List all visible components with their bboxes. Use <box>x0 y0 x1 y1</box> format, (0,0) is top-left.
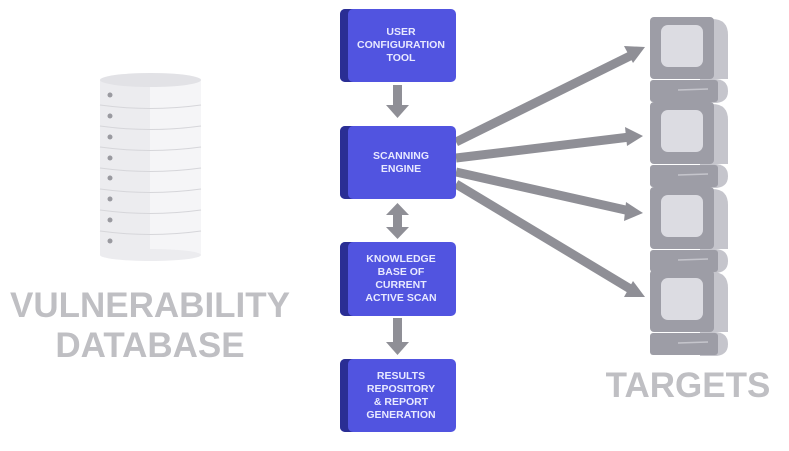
computer-icon <box>650 17 728 103</box>
arrow-to-target-4 <box>453 180 635 294</box>
label-line-1: VULNERABILITY <box>10 286 290 325</box>
knowledge-base-box: KNOWLEDGE BASE OF CURRENT ACTIVE SCAN <box>340 242 456 316</box>
scanning-engine-box: SCANNING ENGINE <box>340 126 456 199</box>
arrow-to-target-2 <box>455 132 631 163</box>
arrows-engine-to-targets <box>453 50 635 294</box>
box-label: USER CONFIGURATION TOOL <box>357 26 445 64</box>
arrow-knowledge-to-results <box>386 318 409 355</box>
arrow-config-to-engine <box>386 85 409 118</box>
computer-icon <box>650 270 728 356</box>
box-label: SCANNING ENGINE <box>372 149 429 175</box>
box-label: RESULTS REPOSITORY & REPORT GENERATION <box>366 369 436 421</box>
user-configuration-tool-box: USER CONFIGURATION TOOL <box>340 9 456 82</box>
arrow-to-target-1 <box>454 50 634 147</box>
box-label: KNOWLEDGE BASE OF CURRENT ACTIVE SCAN <box>365 253 437 304</box>
database-icon <box>99 73 202 261</box>
arrow-to-target-3 <box>455 167 631 216</box>
targets-label: TARGETS <box>605 366 771 405</box>
computer-icon <box>650 187 728 273</box>
label-line-2: DATABASE <box>55 326 245 365</box>
arrow-engine-knowledge-bidirectional <box>386 203 409 239</box>
computer-icon <box>650 102 728 188</box>
vulnerability-database-label: VULNERABILITY DATABASE <box>0 286 300 366</box>
results-repository-box: RESULTS REPOSITORY & REPORT GENERATION <box>340 359 456 432</box>
